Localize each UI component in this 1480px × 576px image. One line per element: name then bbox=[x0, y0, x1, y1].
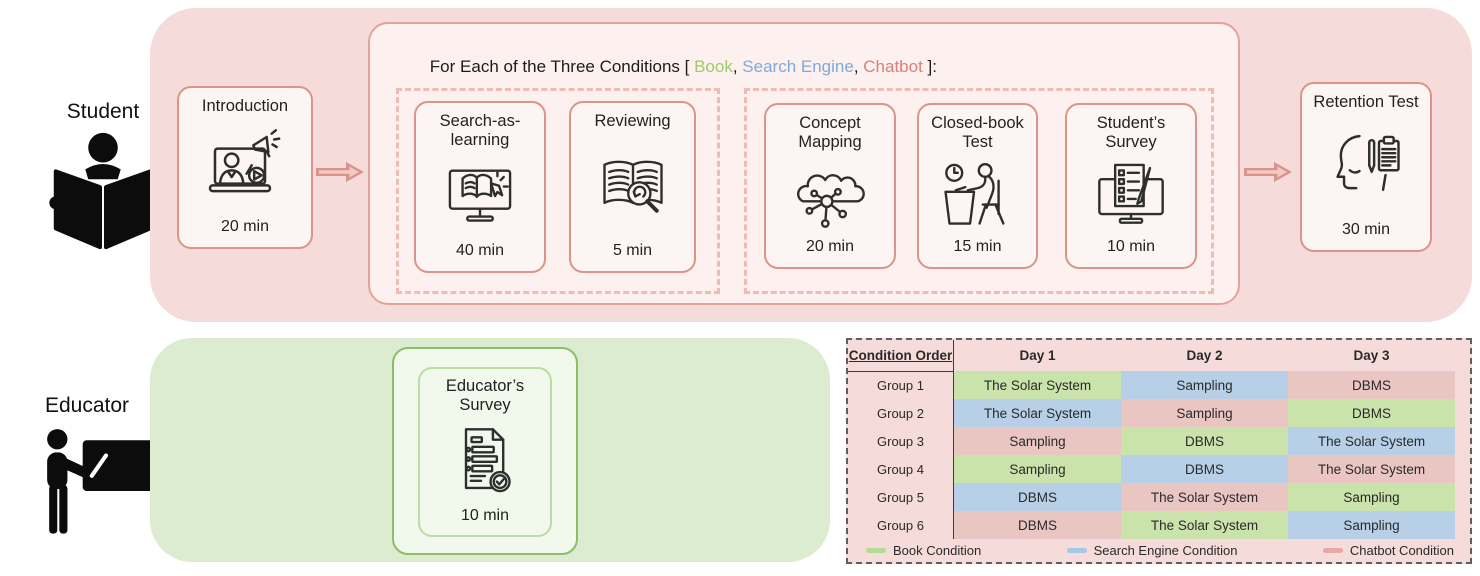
condition-chatbot-label: Chatbot bbox=[863, 57, 923, 76]
condition-search-engine-label: Search Engine bbox=[742, 57, 854, 76]
legend-item-search-engine: Search Engine Condition bbox=[1066, 543, 1238, 558]
student-procedure-container: Introduction 20 min bbox=[150, 8, 1472, 322]
reviewing-duration: 5 min bbox=[612, 242, 653, 259]
search-as-learning-duration: 40 min bbox=[455, 242, 505, 259]
legend-item-book: Book Condition bbox=[866, 543, 981, 558]
three-conditions-box: For Each of the Three Conditions [ Book,… bbox=[368, 22, 1240, 305]
retention-test-title: Retention Test bbox=[1313, 93, 1419, 111]
topic-cell: Sampling bbox=[1121, 399, 1288, 427]
topic-cell: The Solar System bbox=[954, 371, 1121, 399]
table-row: Group 1 The Solar System Sampling DBMS bbox=[848, 371, 1470, 399]
search-as-learning-box: Search-as-learning 40 bbox=[414, 101, 546, 273]
table-row: Group 6 DBMS The Solar System Sampling bbox=[848, 511, 1470, 539]
topic-cell: DBMS bbox=[954, 483, 1121, 511]
topic-cell: Sampling bbox=[1121, 371, 1288, 399]
retention-test-duration: 30 min bbox=[1341, 221, 1391, 238]
group-label: Group 1 bbox=[848, 371, 954, 399]
table-row: Group 2 The Solar System Sampling DBMS bbox=[848, 399, 1470, 427]
conditions-header-separator: , bbox=[732, 57, 743, 76]
legend-label: Search Engine Condition bbox=[1093, 543, 1238, 558]
table-row: Group 4 Sampling DBMS The Solar System bbox=[848, 455, 1470, 483]
table-header-row: Condition Order Day 1 Day 2 Day 3 bbox=[848, 340, 1470, 372]
table-legend: Book Condition Search Engine Condition C… bbox=[848, 539, 1470, 562]
student-survey-title: Student’s Survey bbox=[1096, 114, 1166, 152]
topic-cell: DBMS bbox=[1121, 427, 1288, 455]
introduction-title: Introduction bbox=[201, 97, 289, 115]
group-label: Group 6 bbox=[848, 511, 954, 539]
conditions-header-suffix: ]: bbox=[922, 57, 937, 76]
legend-label: Chatbot Condition bbox=[1349, 543, 1454, 558]
student-survey-icon bbox=[1098, 163, 1164, 225]
chatbot-condition-swatch bbox=[1322, 548, 1343, 553]
header-day-1: Day 1 bbox=[954, 340, 1121, 372]
topic-cell: The Solar System bbox=[1288, 427, 1455, 455]
legend-item-chatbot: Chatbot Condition bbox=[1322, 543, 1454, 558]
learning-phase-group: Search-as-learning 40 bbox=[396, 88, 720, 294]
student-survey-duration: 10 min bbox=[1106, 238, 1156, 255]
conditions-header-prefix: For Each of the Three Conditions [ bbox=[429, 57, 695, 76]
group-label: Group 3 bbox=[848, 427, 954, 455]
retention-test-icon bbox=[1336, 134, 1400, 191]
reviewing-box: Reviewing 5 min bbox=[569, 101, 696, 273]
topic-cell: DBMS bbox=[1288, 371, 1455, 399]
conditions-header-separator: , bbox=[853, 57, 864, 76]
topic-cell: DBMS bbox=[954, 511, 1121, 539]
topic-cell: DBMS bbox=[1288, 399, 1455, 427]
condition-order-table: Condition Order Day 1 Day 2 Day 3 Group … bbox=[846, 338, 1472, 564]
book-condition-swatch bbox=[866, 548, 886, 553]
concept-mapping-duration: 20 min bbox=[805, 238, 855, 255]
educator-survey-title: Educator’s Survey bbox=[445, 377, 525, 415]
topic-cell: The Solar System bbox=[1121, 483, 1288, 511]
introduction-box: Introduction 20 min bbox=[177, 86, 313, 249]
retention-test-box: Retention Test 30 min bbox=[1300, 82, 1432, 252]
concept-mapping-title: Concept Mapping bbox=[798, 114, 862, 152]
educator-blackboard-icon bbox=[47, 429, 162, 534]
student-reading-icon bbox=[49, 132, 157, 250]
student-survey-box: Student’s Survey bbox=[1065, 103, 1197, 269]
educator-procedure-container: Educator’s Survey bbox=[150, 338, 830, 562]
topic-cell: The Solar System bbox=[1121, 511, 1288, 539]
search-engine-condition-swatch bbox=[1066, 548, 1087, 553]
group-label: Group 4 bbox=[848, 455, 954, 483]
group-label: Group 2 bbox=[848, 399, 954, 427]
header-day-2: Day 2 bbox=[1121, 340, 1288, 372]
educator-label: Educator bbox=[44, 394, 130, 417]
topic-cell: Sampling bbox=[1288, 483, 1455, 511]
student-label: Student bbox=[66, 100, 140, 123]
topic-cell: The Solar System bbox=[954, 399, 1121, 427]
topic-cell: Sampling bbox=[954, 427, 1121, 455]
topic-cell: DBMS bbox=[1121, 455, 1288, 483]
topic-cell: Sampling bbox=[1288, 511, 1455, 539]
header-day-3: Day 3 bbox=[1288, 340, 1455, 372]
search-as-learning-title: Search-as-learning bbox=[439, 112, 521, 150]
topic-cell: Sampling bbox=[954, 455, 1121, 483]
legend-label: Book Condition bbox=[893, 543, 982, 558]
educator-survey-icon bbox=[464, 428, 511, 493]
table-row: Group 3 Sampling DBMS The Solar System bbox=[848, 427, 1470, 455]
introduction-video-icon bbox=[208, 129, 281, 193]
header-condition-order: Condition Order bbox=[848, 340, 954, 372]
closed-book-test-title: Closed-book Test bbox=[931, 114, 1024, 152]
educator-survey-outer-box: Educator’s Survey bbox=[392, 347, 578, 555]
topic-cell: The Solar System bbox=[1288, 455, 1455, 483]
educator-survey-duration: 10 min bbox=[460, 507, 510, 524]
reviewing-title: Reviewing bbox=[594, 112, 671, 130]
introduction-duration: 20 min bbox=[220, 218, 270, 235]
closed-book-test-icon bbox=[943, 163, 1005, 225]
assessment-phase-group: Concept Mapping 20 min bbox=[744, 88, 1214, 294]
closed-book-test-duration: 15 min bbox=[953, 238, 1002, 255]
conditions-header: For Each of the Three Conditions [ Book,… bbox=[392, 37, 937, 97]
search-as-learning-icon bbox=[448, 169, 512, 222]
group-label: Group 5 bbox=[848, 483, 954, 511]
arrow-right-icon bbox=[1244, 162, 1292, 182]
arrow-right-icon bbox=[316, 162, 364, 182]
reviewing-icon bbox=[602, 160, 663, 213]
closed-book-test-box: Closed-book Test bbox=[917, 103, 1038, 269]
concept-mapping-icon bbox=[797, 174, 865, 228]
concept-mapping-box: Concept Mapping 20 min bbox=[764, 103, 896, 269]
educator-survey-box: Educator’s Survey bbox=[418, 367, 552, 537]
condition-book-label: Book bbox=[694, 57, 733, 76]
table-row: Group 5 DBMS The Solar System Sampling bbox=[848, 483, 1470, 511]
